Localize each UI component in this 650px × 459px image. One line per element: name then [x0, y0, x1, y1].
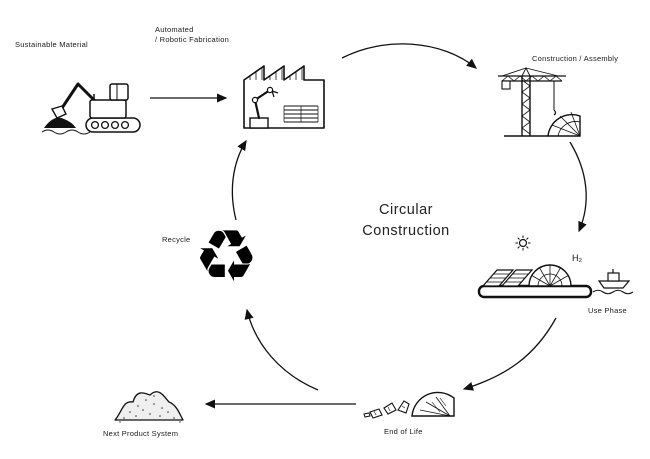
recycle-icon: ♻ [194, 214, 259, 298]
sustainable-material-label: Sustainable Material [15, 40, 88, 49]
recycle-label: Recycle [162, 235, 191, 244]
use-phase-label: Use Phase [588, 306, 627, 315]
end-of-life-icon [362, 368, 460, 422]
crane-icon [492, 64, 584, 138]
construction-assembly-label: Construction / Assembly [532, 54, 619, 63]
fabrication-label: Automated / Robotic Fabrication [155, 25, 229, 45]
factory-icon [236, 40, 332, 132]
diagram-title: Circular Construction [330, 200, 482, 242]
use-phase-icon: H₂ [477, 234, 635, 304]
diagram-title-line1: Circular [379, 202, 433, 218]
diagram-title-line2: Construction [362, 223, 450, 239]
arrow-construction-to-use [569, 141, 587, 233]
fabrication-label-line2: / Robotic Fabrication [155, 35, 230, 44]
end-of-life-label: End of Life [384, 427, 423, 436]
arrow-fabrication-to-construction [341, 43, 478, 69]
fabrication-label-line1: Automated [155, 25, 194, 34]
material-pile-icon [110, 374, 186, 424]
arrow-recycle-to-fabrication [231, 139, 247, 221]
arrow-use-to-endoflife [462, 317, 557, 391]
arrow-endoflife-to-recycle [244, 308, 319, 391]
hydrogen-label: H₂ [572, 253, 582, 263]
next-product-system-label: Next Product System [103, 429, 179, 438]
excavator-icon [40, 54, 152, 138]
